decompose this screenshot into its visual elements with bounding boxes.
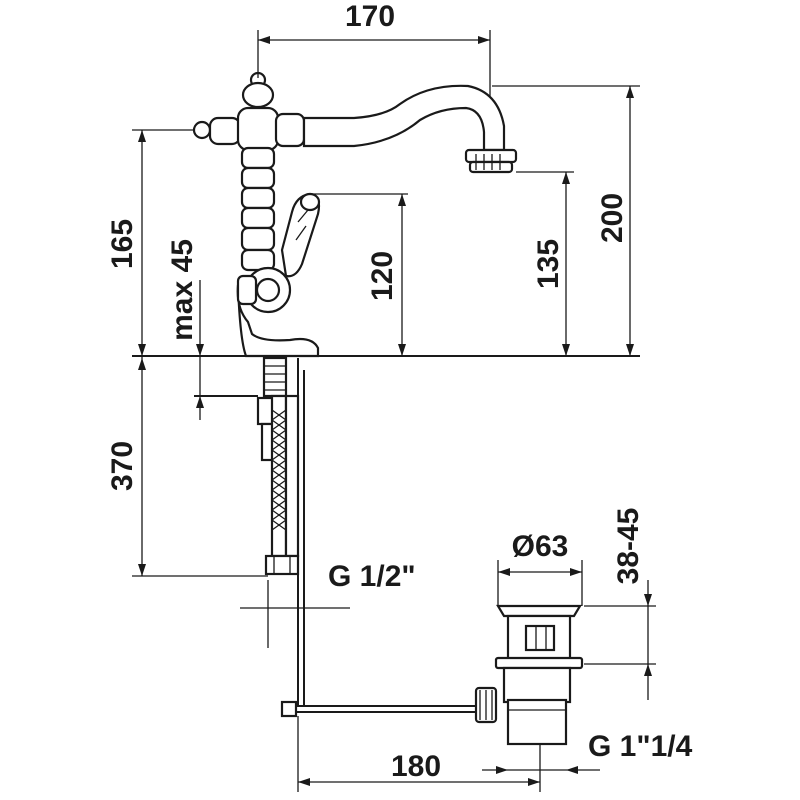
- dim-label-max-deck: max 45: [166, 239, 199, 341]
- dimension-lines: [132, 30, 656, 792]
- dim-label-waste-range: 38-45: [612, 508, 645, 585]
- dim-label-waste-diameter: Ø63: [512, 530, 569, 563]
- dim-label-body-height: 165: [106, 219, 139, 269]
- faucet-body: [192, 71, 321, 358]
- dim-label-inlet-thread: G 1/2": [328, 560, 416, 593]
- spout: [302, 84, 518, 174]
- pop-up-rod: [280, 686, 498, 724]
- dim-label-waste-offset: 180: [391, 750, 441, 783]
- dim-label-waste-thread: G 1"1/4: [588, 730, 693, 763]
- dim-label-spout-reach: 170: [345, 0, 395, 33]
- dim-label-lever-height: 120: [366, 251, 399, 301]
- dim-label-total-height: 200: [596, 193, 629, 243]
- dim-label-hose-length: 370: [106, 441, 139, 491]
- waste-drain: [494, 604, 584, 746]
- flexible-hoses: [194, 356, 305, 706]
- dim-label-spout-height: 135: [532, 239, 565, 289]
